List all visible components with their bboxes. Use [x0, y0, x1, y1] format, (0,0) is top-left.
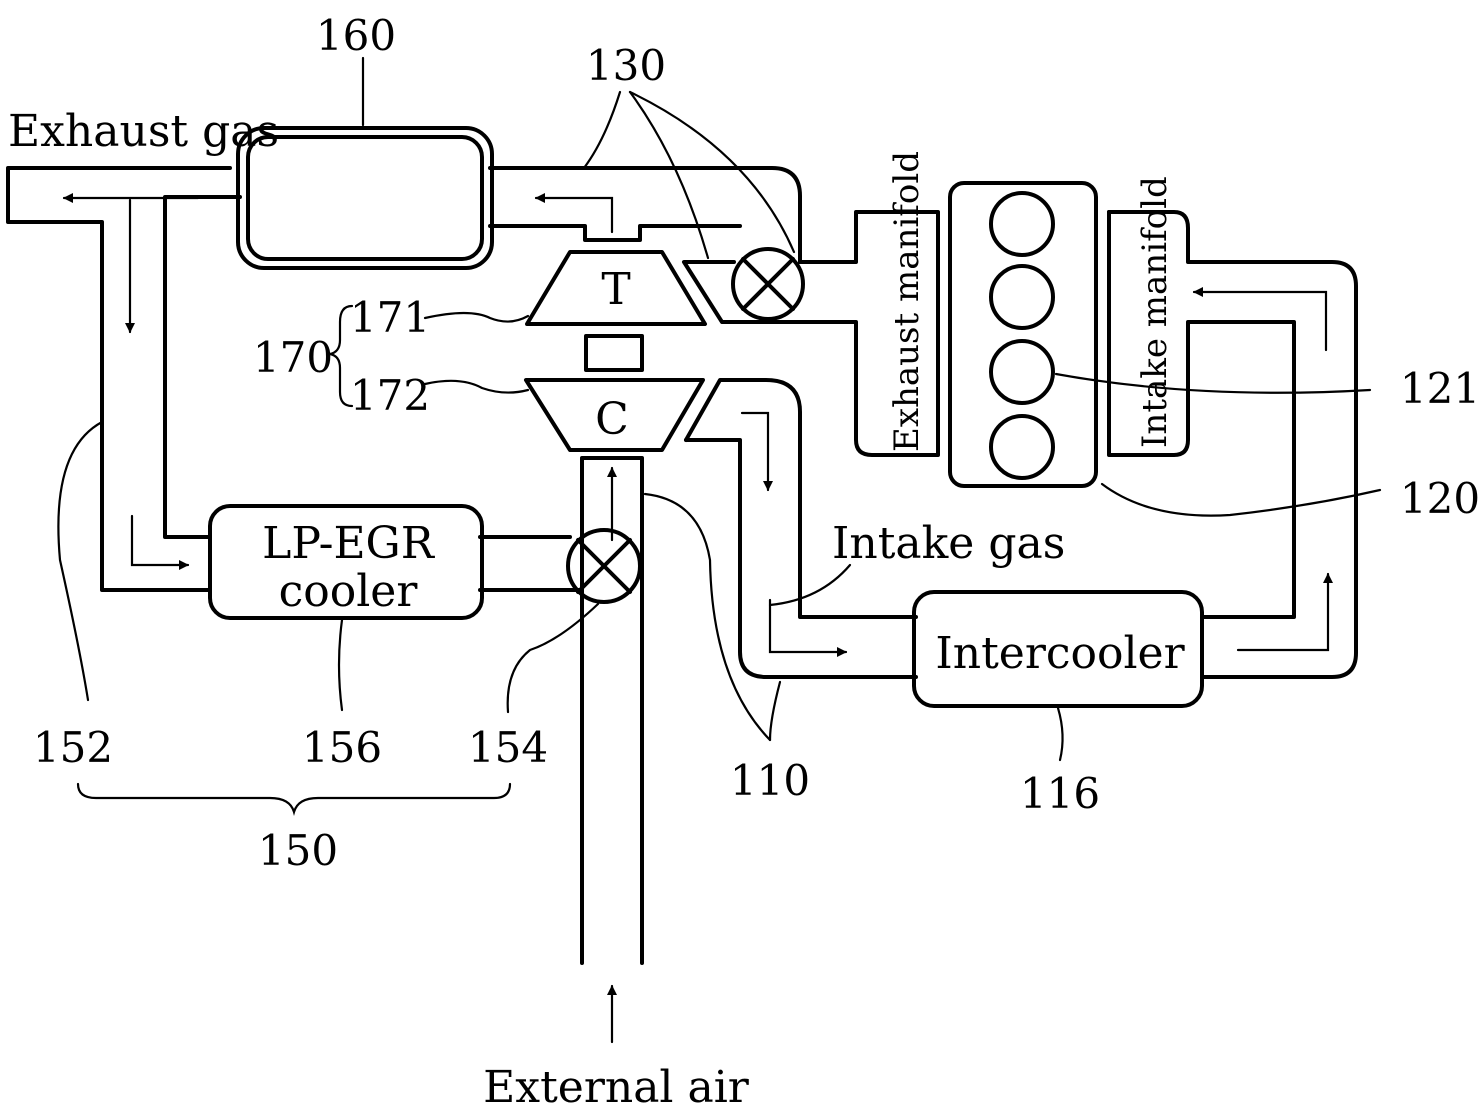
bracket-170 — [330, 306, 352, 406]
ref-152: 152 — [33, 723, 113, 772]
ref-154: 154 — [468, 723, 548, 772]
external-air-label: External air — [483, 1062, 750, 1113]
engine-block — [950, 183, 1096, 486]
exhaust-manifold-label: Exhaust manifold — [887, 151, 927, 452]
turbine: T — [527, 252, 705, 324]
intake-gas-label: Intake gas — [832, 518, 1065, 569]
exhaust-valve — [733, 249, 803, 319]
ref-121: 121 — [1400, 364, 1480, 413]
ref-160: 160 — [316, 11, 396, 60]
ref-170: 170 — [253, 333, 333, 382]
compressor-label: C — [595, 394, 629, 445]
exhaust-gas-label: Exhaust gas — [8, 106, 279, 157]
turbo-shaft — [586, 336, 642, 370]
ref-150: 150 — [258, 826, 338, 875]
bracket-150 — [78, 784, 510, 812]
lp-egr-label-line2: cooler — [279, 566, 419, 617]
ref-130: 130 — [586, 41, 666, 90]
ref-120: 120 — [1400, 474, 1480, 523]
turbine-label: T — [601, 264, 630, 315]
ref-116: 116 — [1020, 769, 1100, 818]
ref-156: 156 — [302, 723, 382, 772]
lp-egr-label-line1: LP-EGR — [262, 518, 436, 569]
intake-manifold-label: Intake manifold — [1135, 176, 1175, 448]
ref-172: 172 — [350, 371, 430, 420]
intercooler-label: Intercooler — [935, 628, 1185, 679]
lp-egr-cooler: LP-EGR cooler — [210, 506, 582, 618]
compressor: C — [526, 380, 703, 450]
intercooler: Intercooler — [914, 592, 1202, 706]
ref-110: 110 — [730, 756, 810, 805]
ref-171: 171 — [350, 293, 430, 342]
